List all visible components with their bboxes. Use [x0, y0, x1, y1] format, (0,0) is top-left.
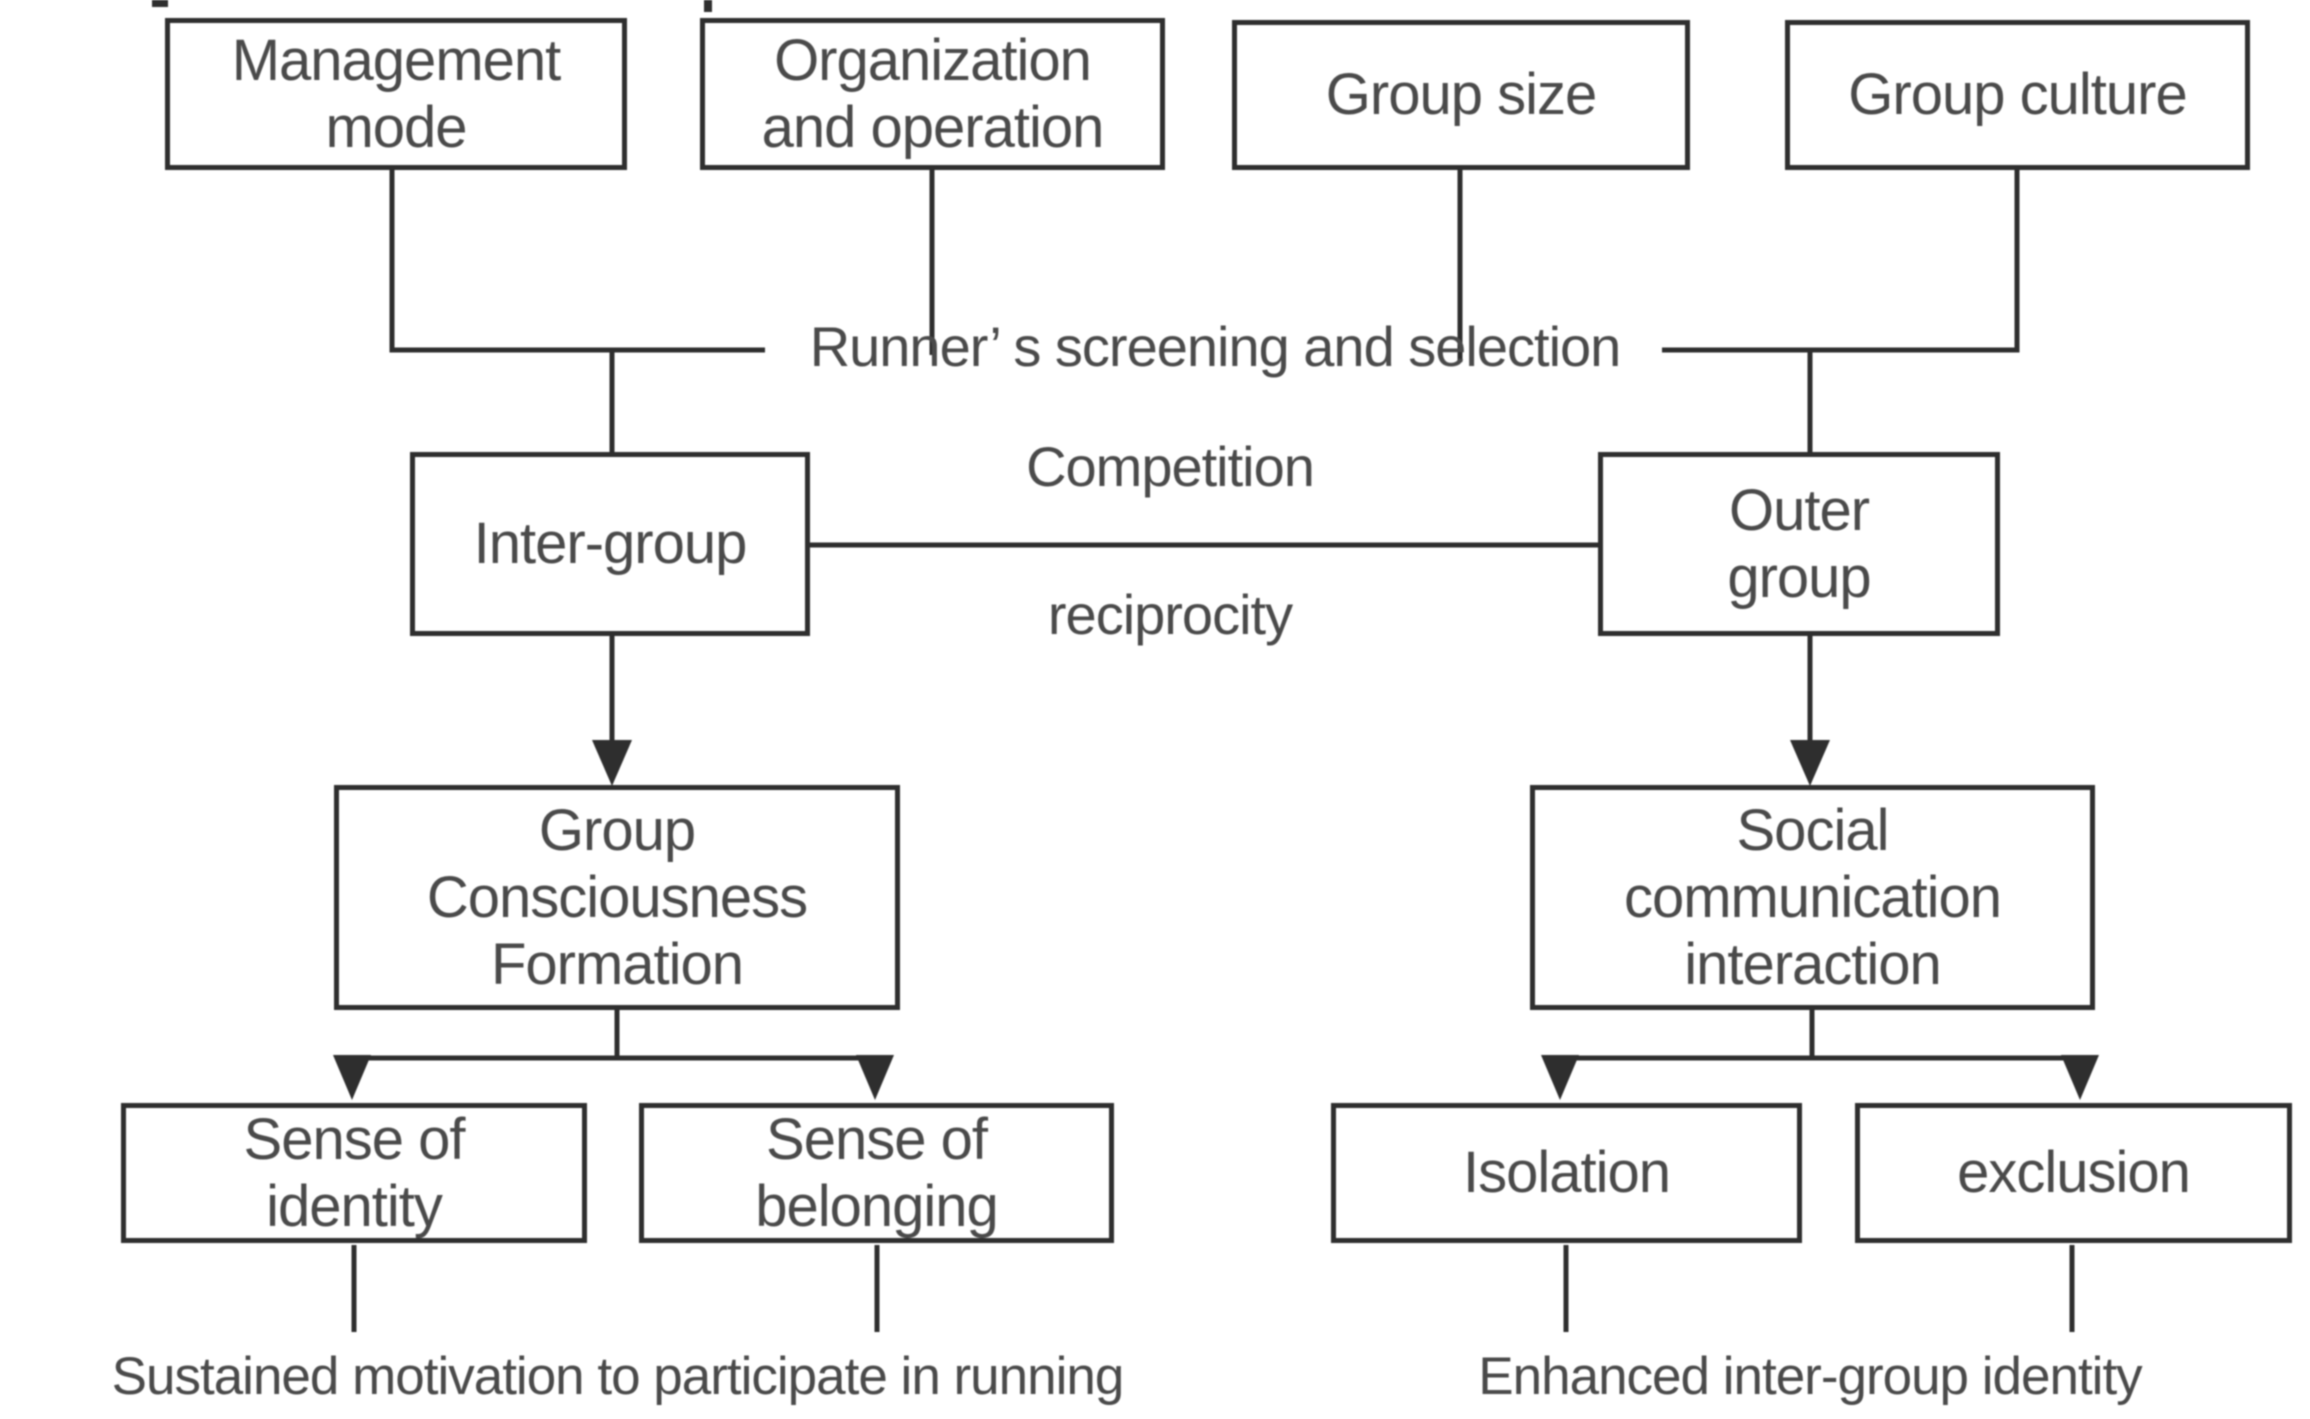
edge-label-screening: Runner’ s screening and selection [809, 315, 1622, 378]
edge-groupculture-to-screening [1662, 170, 2020, 353]
arrowhead-to-belonging [856, 1055, 894, 1100]
node-group-size-label: Group size [1325, 62, 1597, 128]
node-social-communication-interaction: Social communication interaction [1530, 785, 2095, 1010]
node-social-communication-interaction-label: Social communication interaction [1623, 797, 2002, 998]
node-organization-operation-label: Organization and operation [761, 27, 1105, 160]
node-management-mode: Management mode [165, 18, 627, 170]
node-sense-of-belonging-label: Sense of belonging [755, 1106, 999, 1239]
arrowhead-to-social [1790, 740, 1830, 786]
node-sense-of-identity: Sense of identity [121, 1103, 587, 1243]
node-management-mode-label: Management mode [231, 27, 562, 160]
artifact-mark-left [152, 0, 168, 7]
node-group-size: Group size [1232, 20, 1690, 170]
node-sense-of-belonging: Sense of belonging [639, 1103, 1114, 1243]
node-inter-group-label: Inter-group [473, 511, 748, 577]
arrowhead-to-isolation [1541, 1055, 1579, 1100]
node-group-consciousness-formation-label: Group Consciousness Formation [426, 797, 808, 998]
node-isolation-label: Isolation [1462, 1140, 1671, 1206]
outcome-left-text: Sustained motivation to participate in r… [111, 1347, 1125, 1406]
edge-label-reciprocity: reciprocity [1047, 583, 1293, 646]
node-outer-group: Outer group [1598, 452, 2000, 636]
node-group-culture-label: Group culture [1848, 62, 2187, 128]
arrowhead-to-identity [333, 1055, 371, 1100]
node-group-consciousness-formation: Group Consciousness Formation [334, 785, 900, 1010]
node-organization-operation: Organization and operation [700, 18, 1165, 170]
node-outer-group-label: Outer group [1727, 477, 1871, 610]
node-group-culture: Group culture [1785, 20, 2250, 170]
outcome-right-text: Enhanced inter-group identity [1478, 1347, 2142, 1406]
artifact-mark-right [704, 0, 712, 12]
arrowhead-to-exclusion [2061, 1055, 2099, 1100]
arrowhead-to-gcf [592, 740, 632, 786]
node-isolation: Isolation [1331, 1103, 1802, 1243]
node-exclusion: exclusion [1855, 1103, 2292, 1243]
node-inter-group: Inter-group [410, 452, 810, 636]
edge-management-to-screening [389, 168, 765, 353]
node-sense-of-identity-label: Sense of identity [243, 1106, 466, 1239]
node-exclusion-label: exclusion [1957, 1140, 2191, 1206]
edge-label-competition: Competition [1026, 435, 1315, 498]
